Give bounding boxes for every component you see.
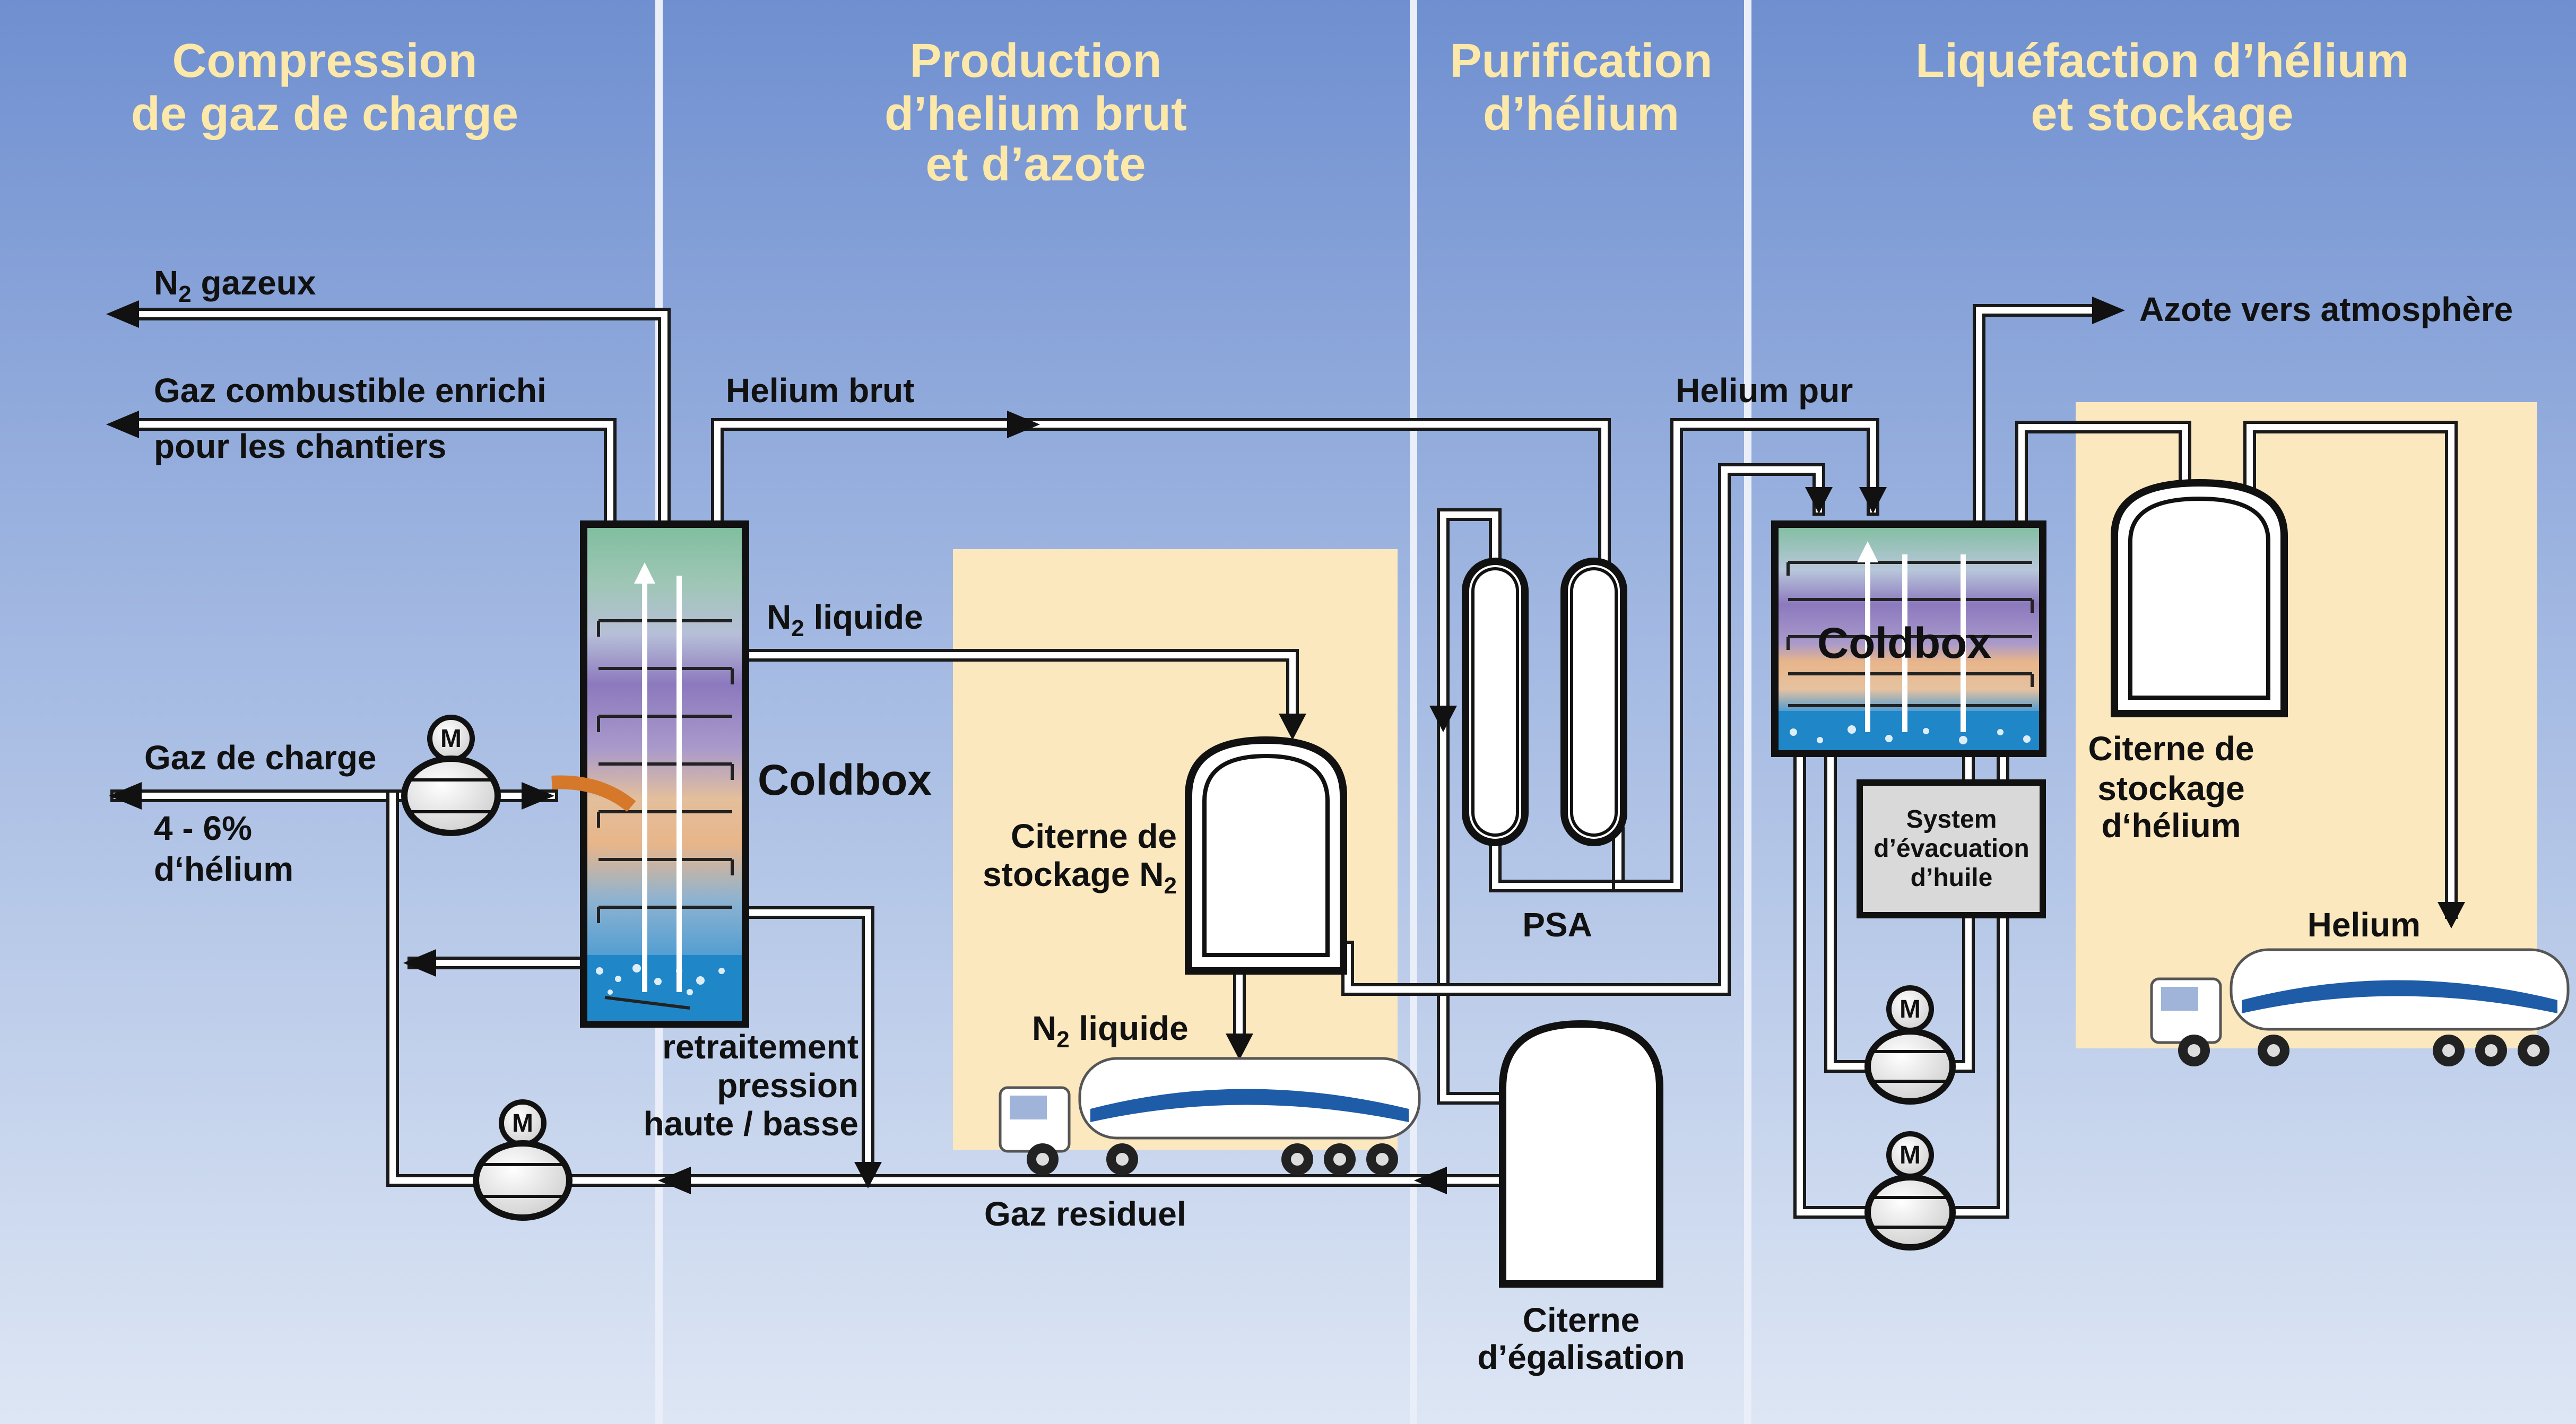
psa-vessels [1462, 558, 1627, 846]
label-citerne-n2-2: stockage N2 [983, 855, 1177, 899]
coldbox-column [551, 520, 749, 1028]
label-gaz-combustible: Gaz combustible enrichi [154, 371, 547, 410]
label-pct-helium: 4 - 6% [154, 809, 252, 847]
motor-label-3: M [1900, 995, 1921, 1023]
section-title-liquefaction-2: et stockage [2031, 88, 2293, 141]
helium-storage-tank [2111, 479, 2288, 717]
equalization-tank [1499, 1020, 1663, 1288]
tanker-truck-icon [999, 1057, 1421, 1175]
label-citerne-helium-1: Citerne de [2088, 730, 2254, 768]
section-title-production-3: et d’azote [925, 138, 1146, 191]
section-title-liquefaction-1: Liquéfaction d’hélium [1915, 34, 2409, 88]
n2-storage-tank [1185, 736, 1347, 975]
motor-label-2: M [512, 1109, 533, 1138]
flow-arrow-icon [106, 297, 2465, 1194]
oil-system-label-3: d’huile [1911, 864, 1993, 892]
label-helium-brut: Helium brut [726, 371, 915, 410]
motor-pump-icon [401, 715, 1956, 1251]
tanker-truck-icon [2150, 948, 2570, 1066]
label-helium-truck: Helium [2308, 906, 2421, 944]
coldbox-label: Coldbox [758, 756, 932, 804]
motor-label-4: M [1900, 1141, 1921, 1169]
oil-system-label-2: d’évacuation [1874, 835, 2029, 863]
label-citerne-helium-3: d‘hélium [2101, 806, 2241, 845]
label-gaz-de-charge: Gaz de charge [144, 739, 377, 777]
label-citerne-egal-2: d’égalisation [1477, 1338, 1685, 1376]
section-title-compression-2: de gaz de charge [131, 88, 518, 141]
label-retraitement-3: haute / basse [644, 1105, 859, 1143]
label-n2-liquide: N2 liquide [767, 598, 923, 641]
label-d-helium: d‘hélium [154, 850, 293, 888]
label-psa: PSA [1522, 906, 1592, 944]
label-pour-chantiers: pour les chantiers [154, 427, 446, 465]
label-azote-atmosphere: Azote vers atmosphère [2139, 290, 2513, 328]
label-n2-gazeux: N2 gazeux [154, 264, 316, 307]
label-citerne-helium-2: stockage [2097, 769, 2244, 807]
section-title-purification-2: d’hélium [1483, 88, 1679, 141]
label-gaz-residuel: Gaz residuel [984, 1195, 1186, 1233]
section-title-compression-1: Compression [172, 34, 477, 88]
label-retraitement-2: pression [717, 1066, 858, 1105]
oil-evacuation-system [1857, 779, 2046, 918]
label-n2-liquide-truck: N2 liquide [1032, 1009, 1189, 1053]
oil-system-label-1: System [1906, 805, 1997, 833]
label-citerne-n2-1: Citerne de [1011, 817, 1177, 855]
label-retraitement-1: retraitement [662, 1028, 858, 1066]
section-title-production-1: Production [910, 34, 1162, 88]
section-title-production-2: d’helium brut [884, 88, 1187, 141]
section-title-purification-1: Purification [1450, 34, 1712, 88]
coldbox-liquefaction-label: Coldbox [1817, 619, 1991, 667]
motor-label-1: M [440, 725, 462, 753]
label-citerne-egal-1: Citerne [1523, 1301, 1640, 1339]
liquefaction-coldbox [1771, 520, 2046, 757]
label-helium-pur: Helium pur [1676, 371, 1853, 410]
